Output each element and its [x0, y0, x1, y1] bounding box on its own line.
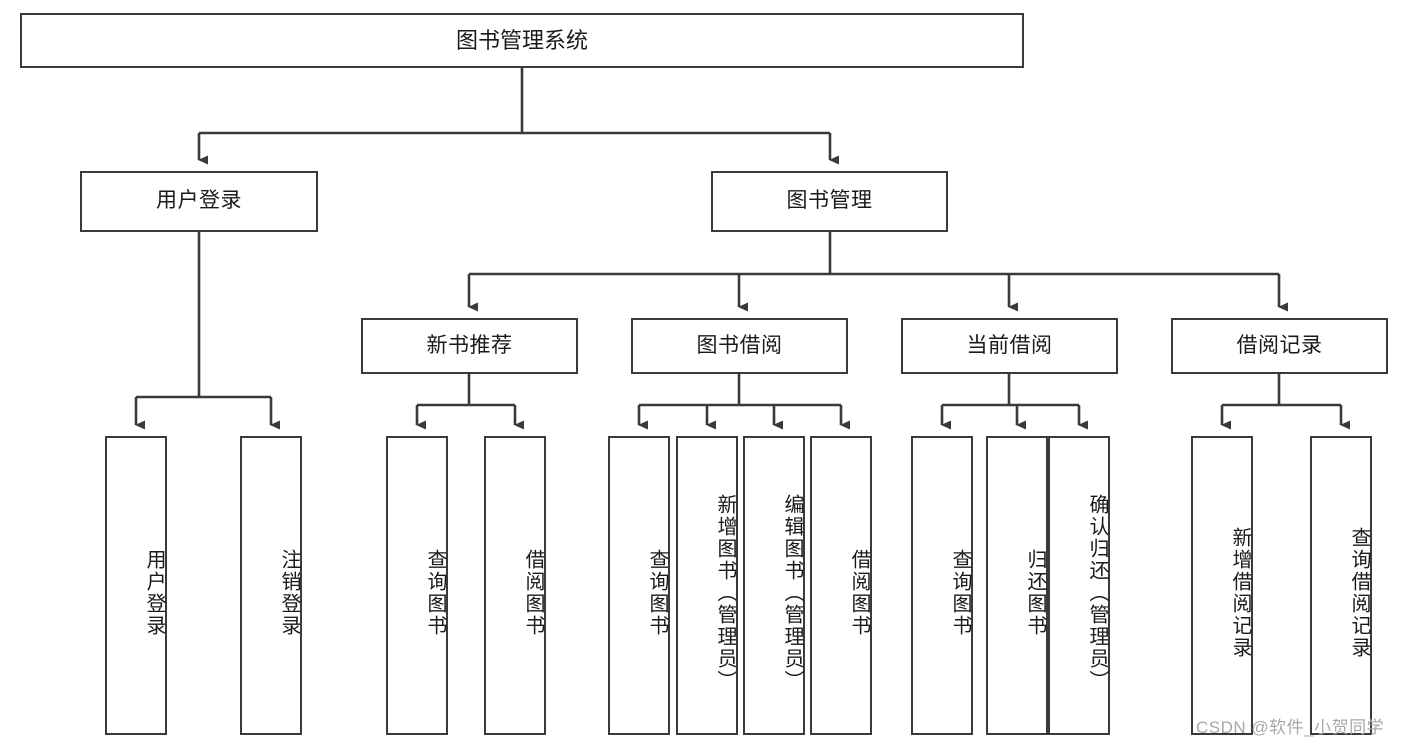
node-leaf-edit-book-admin[interactable]: 编辑图书（管理员） — [743, 436, 805, 735]
node-leaf-logout[interactable]: 注销登录 — [240, 436, 302, 735]
node-leaf-query-book-borrow[interactable]: 查询图书 — [608, 436, 670, 735]
node-root-system[interactable]: 图书管理系统 — [20, 13, 1024, 68]
node-leaf-add-borrow-record[interactable]: 新增借阅记录 — [1191, 436, 1253, 735]
node-leaf-query-book-current[interactable]: 查询图书 — [911, 436, 973, 735]
node-leaf-return-book[interactable]: 归还图书 — [986, 436, 1048, 735]
node-borrowing-record[interactable]: 借阅记录 — [1171, 318, 1388, 374]
node-user-login[interactable]: 用户登录 — [80, 171, 318, 232]
node-leaf-user-login[interactable]: 用户登录 — [105, 436, 167, 735]
node-current-borrowing[interactable]: 当前借阅 — [901, 318, 1118, 374]
node-book-management[interactable]: 图书管理 — [711, 171, 948, 232]
node-leaf-confirm-return-admin[interactable]: 确认归还（管理员） — [1048, 436, 1110, 735]
node-book-borrowing[interactable]: 图书借阅 — [631, 318, 848, 374]
node-leaf-query-book-recommend[interactable]: 查询图书 — [386, 436, 448, 735]
node-new-book-recommendation[interactable]: 新书推荐 — [361, 318, 578, 374]
node-leaf-add-book-admin[interactable]: 新增图书（管理员） — [676, 436, 738, 735]
node-leaf-borrow-book[interactable]: 借阅图书 — [810, 436, 872, 735]
node-leaf-borrow-book-recommend[interactable]: 借阅图书 — [484, 436, 546, 735]
node-leaf-query-borrow-record[interactable]: 查询借阅记录 — [1310, 436, 1372, 735]
